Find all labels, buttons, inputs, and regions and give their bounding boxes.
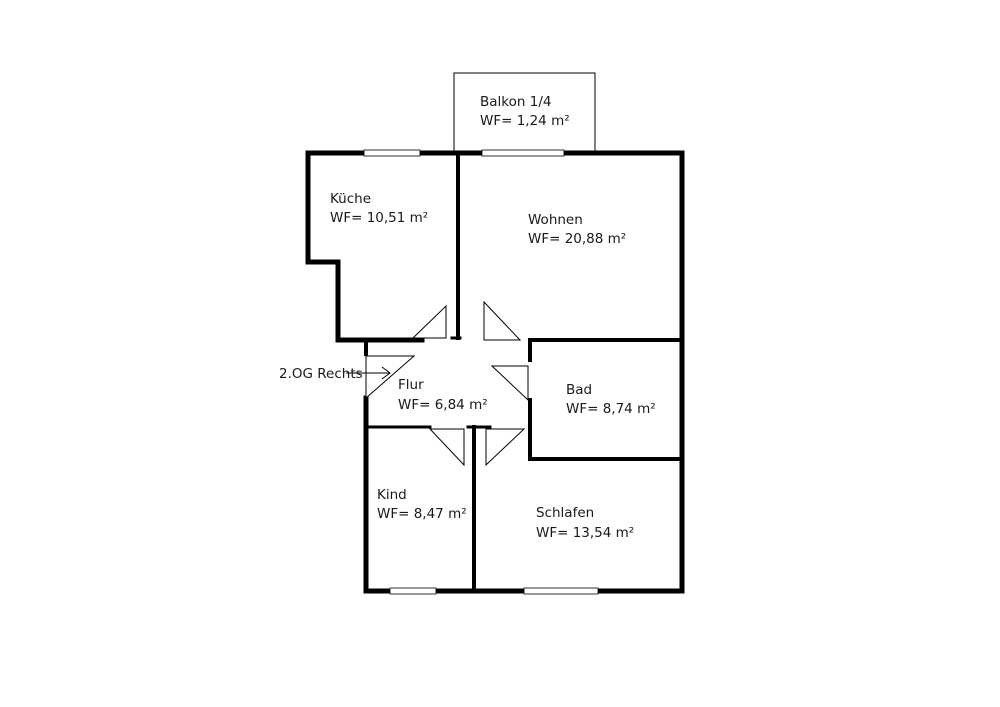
room-name-bad: Bad	[566, 382, 592, 398]
room-area-wohnen: WF= 20,88 m²	[528, 231, 626, 247]
room-name-flur: Flur	[398, 377, 424, 393]
room-name-schlafen: Schlafen	[536, 505, 594, 521]
room-area-kueche: WF= 10,51 m²	[330, 210, 428, 226]
entrance-label: 2.OG Rechts	[279, 366, 363, 382]
room-area-kind: WF= 8,47 m²	[377, 506, 467, 522]
room-name-kind: Kind	[377, 487, 407, 503]
room-name-balkon: Balkon 1/4	[480, 94, 551, 110]
room-area-flur: WF= 6,84 m²	[398, 397, 488, 413]
room-area-balkon: WF= 1,24 m²	[480, 113, 570, 129]
room-labels: Balkon 1/4 WF= 1,24 m² Küche WF= 10,51 m…	[279, 94, 656, 541]
windows	[363, 149, 599, 595]
doors	[365, 300, 529, 467]
room-name-kueche: Küche	[330, 191, 371, 207]
room-area-bad: WF= 8,74 m²	[566, 401, 656, 417]
room-area-schlafen: WF= 13,54 m²	[536, 525, 634, 541]
room-name-wohnen: Wohnen	[528, 212, 583, 228]
entrance-arrow	[346, 366, 391, 380]
interior-walls	[364, 151, 684, 593]
